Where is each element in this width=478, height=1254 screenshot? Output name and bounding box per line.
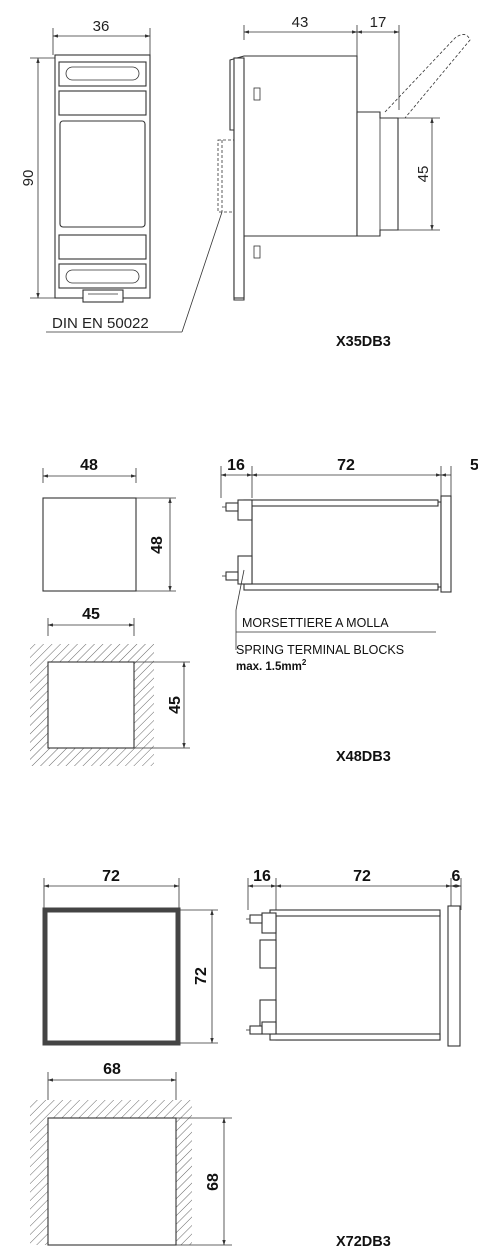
x72-terminal-depth-label: 16 — [253, 868, 271, 885]
x48-width-label: 48 — [80, 457, 98, 474]
x48-front-view: 48 48 — [42, 457, 176, 592]
x35-model-label: X35DB3 — [336, 334, 391, 350]
x48-cutout-width-label: 45 — [82, 606, 100, 623]
x48-cutout — [47, 661, 135, 749]
x72-bezel-label: 6 — [452, 868, 461, 885]
x48-front-panel — [42, 497, 137, 592]
x72-cutout-width-label: 68 — [103, 1061, 121, 1078]
x72-side-body — [275, 912, 441, 1041]
x35-side-view: 43 17 45 DIN EN 50022 X35DB3 — [46, 14, 471, 350]
spring-terminal-note-en: SPRING TERMINAL BLOCKS — [236, 643, 404, 657]
x72-cutout-view: 68 68 — [30, 1061, 232, 1246]
x72-front-view: 72 72 — [42, 868, 218, 1046]
x72-cutout — [47, 1117, 177, 1246]
x35-width-label: 36 — [93, 18, 110, 35]
x48-body-depth-label: 72 — [337, 457, 355, 474]
x48-side-body — [251, 501, 442, 588]
x35-front-view: 36 90 — [20, 18, 151, 303]
x35-height-label: 90 — [20, 170, 37, 187]
x72-cutout-height-label: 68 — [205, 1173, 222, 1191]
x48-side-view: 16 72 5 MORSETTIERE A MOLLA SPRING TERMI… — [220, 457, 478, 765]
x48-bezel-label: 5 — [470, 457, 478, 474]
x35-front-height-label: 45 — [415, 166, 432, 183]
x35-depth-label: 43 — [292, 14, 309, 31]
terminal-spec: max. 1.5mm2 — [236, 658, 307, 673]
x48-model-label: X48DB3 — [336, 749, 391, 765]
x72-width-label: 72 — [102, 868, 120, 885]
x48-cutout-view: 45 45 — [30, 606, 190, 766]
x72-body-depth-label: 72 — [353, 868, 371, 885]
x48-height-label: 48 — [149, 536, 166, 554]
x72-height-label: 72 — [193, 967, 210, 985]
x72-side-view: 16 72 6 X72DB3 — [246, 868, 462, 1250]
din-rail-label: DIN EN 50022 — [52, 315, 149, 332]
x48-cutout-height-label: 45 — [167, 696, 184, 714]
x48-terminal-depth-label: 16 — [227, 457, 245, 474]
x72-front-panel — [42, 907, 181, 1046]
spring-terminal-note-it: MORSETTIERE A MOLLA — [242, 616, 389, 630]
x72-model-label: X72DB3 — [336, 1234, 391, 1250]
x35-protrusion-label: 17 — [370, 14, 387, 31]
